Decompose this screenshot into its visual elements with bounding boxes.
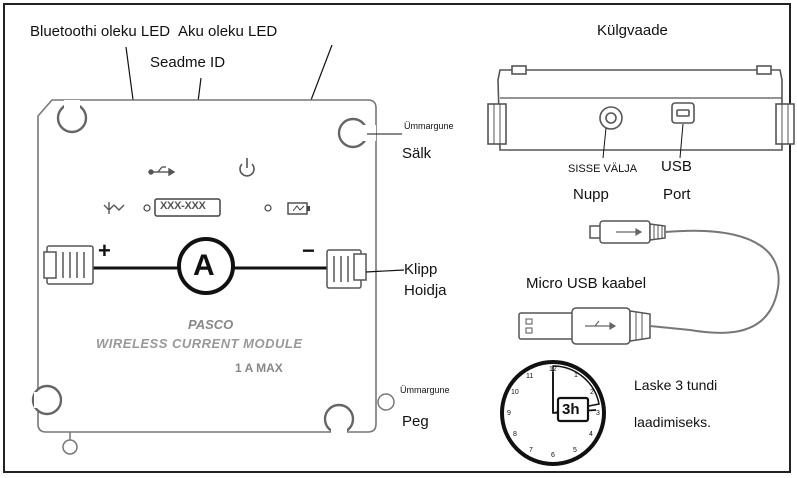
negative-terminal: − [302,238,315,263]
right-clip [326,249,367,289]
peg-label: Peg [402,413,429,430]
diagram-frame [3,3,791,473]
power-button-label: SISSE VÄLJA [568,163,638,175]
usb-port-sub-label: Port [663,186,691,203]
clock-number: 9 [507,410,511,417]
clock-number: 5 [573,447,577,454]
positive-terminal: + [98,238,111,263]
device-id-value: XXX-XXX [160,200,206,212]
clip-sub-label: Hoidja [404,282,447,299]
side-view-label: Külgvaade [597,22,668,39]
usb-symbol-icon [148,166,176,177]
clock-number: 11 [526,373,534,380]
bluetooth-icon [103,202,125,214]
power-icon [239,158,255,177]
device-id-box [154,198,221,217]
current-rating: 1 A MAX [235,361,283,375]
usb-port-label: USB [661,158,692,175]
cable-usb-icon [585,227,643,331]
battery-led-label: Aku oleku LED [178,23,278,40]
clock-number: 3 [596,410,600,417]
clock-number: 6 [551,452,555,459]
clip-label: Klipp [404,261,438,278]
clock-number: 10 [511,389,519,396]
brand-logo: PASCO [188,317,234,332]
micro-usb-cable-label: Micro USB kaabel [526,275,647,292]
usb-port-leader [679,123,684,159]
round-lug-label: Ümmargune [404,121,454,131]
clock-number: 1 [574,372,578,379]
clock-number: 2 [590,389,594,396]
power-button-leader [602,127,607,159]
clock-number: 7 [529,447,533,454]
ammeter-letter: A [193,249,215,282]
module-name: WIRELESS CURRENT MODULE [96,336,303,351]
ammeter-symbol [177,237,235,295]
battery-led [264,204,272,212]
side-view-device [487,65,795,151]
clock-number: 12 [549,366,557,373]
charge-time-label: Laske 3 tundi [634,377,718,393]
clock-badge-text: 3h [562,401,580,418]
left-clip [43,245,94,285]
power-button-sub-label: Nupp [573,186,609,203]
clock-number: 8 [513,431,517,438]
battery-icon [287,202,310,215]
bluetooth-led-label: Bluetoothi oleku LED [30,23,171,40]
clip-leader [365,269,405,273]
charge-clock [500,360,606,466]
clock-number: 4 [589,431,593,438]
charge-time-sub-label: laadimiseks. [634,414,712,430]
bluetooth-led [143,204,151,212]
round-peg-label: Ümmargune [400,385,450,395]
device-id-label: Seadme ID [150,54,226,71]
clock-badge [556,396,590,423]
lug-label: Sälk [402,145,432,162]
